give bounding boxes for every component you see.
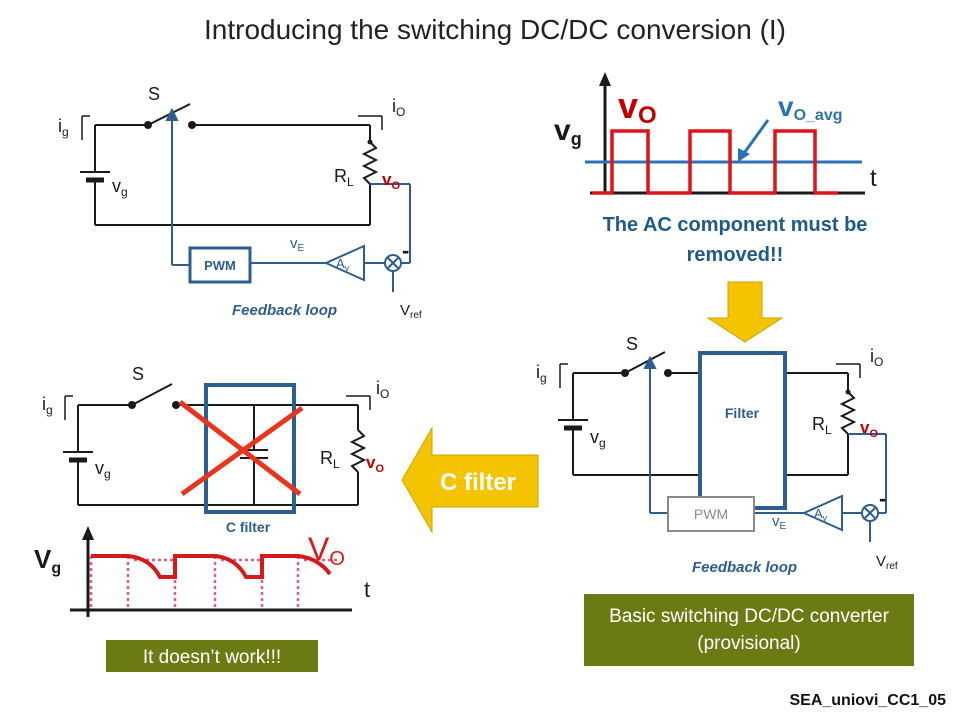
vg-label-top: vg bbox=[112, 176, 128, 199]
cross-mark bbox=[178, 400, 304, 497]
t-label-wave-top: t bbox=[870, 165, 877, 192]
ac-component-message: The AC component must be removed!! bbox=[602, 214, 868, 266]
switch-label-left: S bbox=[132, 364, 144, 384]
t-label-wave-left: t bbox=[364, 577, 370, 602]
vref-label-right: Vref bbox=[876, 553, 898, 572]
vg-label-right: vg bbox=[590, 427, 606, 450]
down-arrow bbox=[706, 281, 784, 343]
vg-label-left: vg bbox=[95, 458, 111, 481]
pwm-block-right bbox=[667, 496, 755, 532]
feedback-label-right: Feedback loop bbox=[692, 559, 797, 576]
minus-label-top: - bbox=[402, 238, 409, 263]
switch-contact-right bbox=[188, 121, 196, 129]
feedback-loop-right bbox=[643, 355, 887, 542]
vo-avg-label-wave: vO_avg bbox=[778, 91, 843, 124]
switch-contact-left bbox=[144, 121, 152, 129]
pwm-label-top: PWM bbox=[204, 258, 236, 273]
rl-label-left: RL bbox=[320, 448, 340, 471]
message-left: It doesn’t work!!! bbox=[143, 647, 281, 668]
caption-right: Basic switching DC/DC converter (provisi… bbox=[596, 598, 902, 662]
c-filter-arrow-label: C filter bbox=[440, 469, 516, 496]
filter-block bbox=[698, 351, 787, 510]
circuit-top bbox=[80, 103, 383, 226]
av-label-top: Av bbox=[336, 256, 350, 273]
vo-label-right: vO bbox=[860, 418, 878, 440]
c-filter-block bbox=[204, 383, 296, 514]
minus-label-right: - bbox=[879, 486, 886, 511]
ve-label-top: vE bbox=[290, 235, 305, 254]
io-label-top: iO bbox=[392, 96, 405, 119]
slide-title: Introducing the switching DC/DC conversi… bbox=[203, 14, 786, 45]
c-filter-label: C filter bbox=[226, 519, 271, 535]
rl-label-top: RL bbox=[334, 166, 354, 189]
io-label-left: iO bbox=[376, 378, 389, 401]
feedback-label-top: Feedback loop bbox=[232, 302, 337, 319]
pwm-label-right: PWM bbox=[694, 506, 728, 522]
ig-label-right: ig bbox=[536, 362, 547, 385]
vo-label-wave-left: VO bbox=[308, 531, 345, 570]
ig-label-top: ig bbox=[58, 116, 69, 139]
message-box-left bbox=[106, 640, 318, 672]
vo-label-wave: vO bbox=[618, 85, 657, 129]
vo-label-top: vO bbox=[382, 170, 400, 192]
filter-label: Filter bbox=[725, 405, 760, 421]
io-label-right: iO bbox=[870, 346, 883, 369]
waveform-top bbox=[585, 72, 865, 195]
vo-label-left: vO bbox=[366, 453, 384, 475]
vg-label-wave: vg bbox=[554, 114, 582, 149]
ve-label-right: vE bbox=[772, 513, 787, 532]
av-label-right: Av bbox=[814, 506, 828, 523]
switch-label-right: S bbox=[626, 334, 638, 354]
ig-label-left: ig bbox=[42, 394, 53, 417]
feedback-loop-top bbox=[165, 107, 411, 292]
c-filter-arrow bbox=[401, 426, 539, 534]
rl-label-right: RL bbox=[812, 414, 832, 437]
circuit-right bbox=[558, 351, 861, 476]
vref-label-top: Vref bbox=[400, 302, 422, 321]
switch-label-top: S bbox=[148, 84, 160, 104]
waveform-left bbox=[70, 526, 352, 617]
vg-label-wave-left: Vg bbox=[34, 544, 61, 577]
footer: SEA_uniovi_CC1_05 bbox=[789, 692, 946, 709]
circuit-left bbox=[63, 383, 371, 506]
